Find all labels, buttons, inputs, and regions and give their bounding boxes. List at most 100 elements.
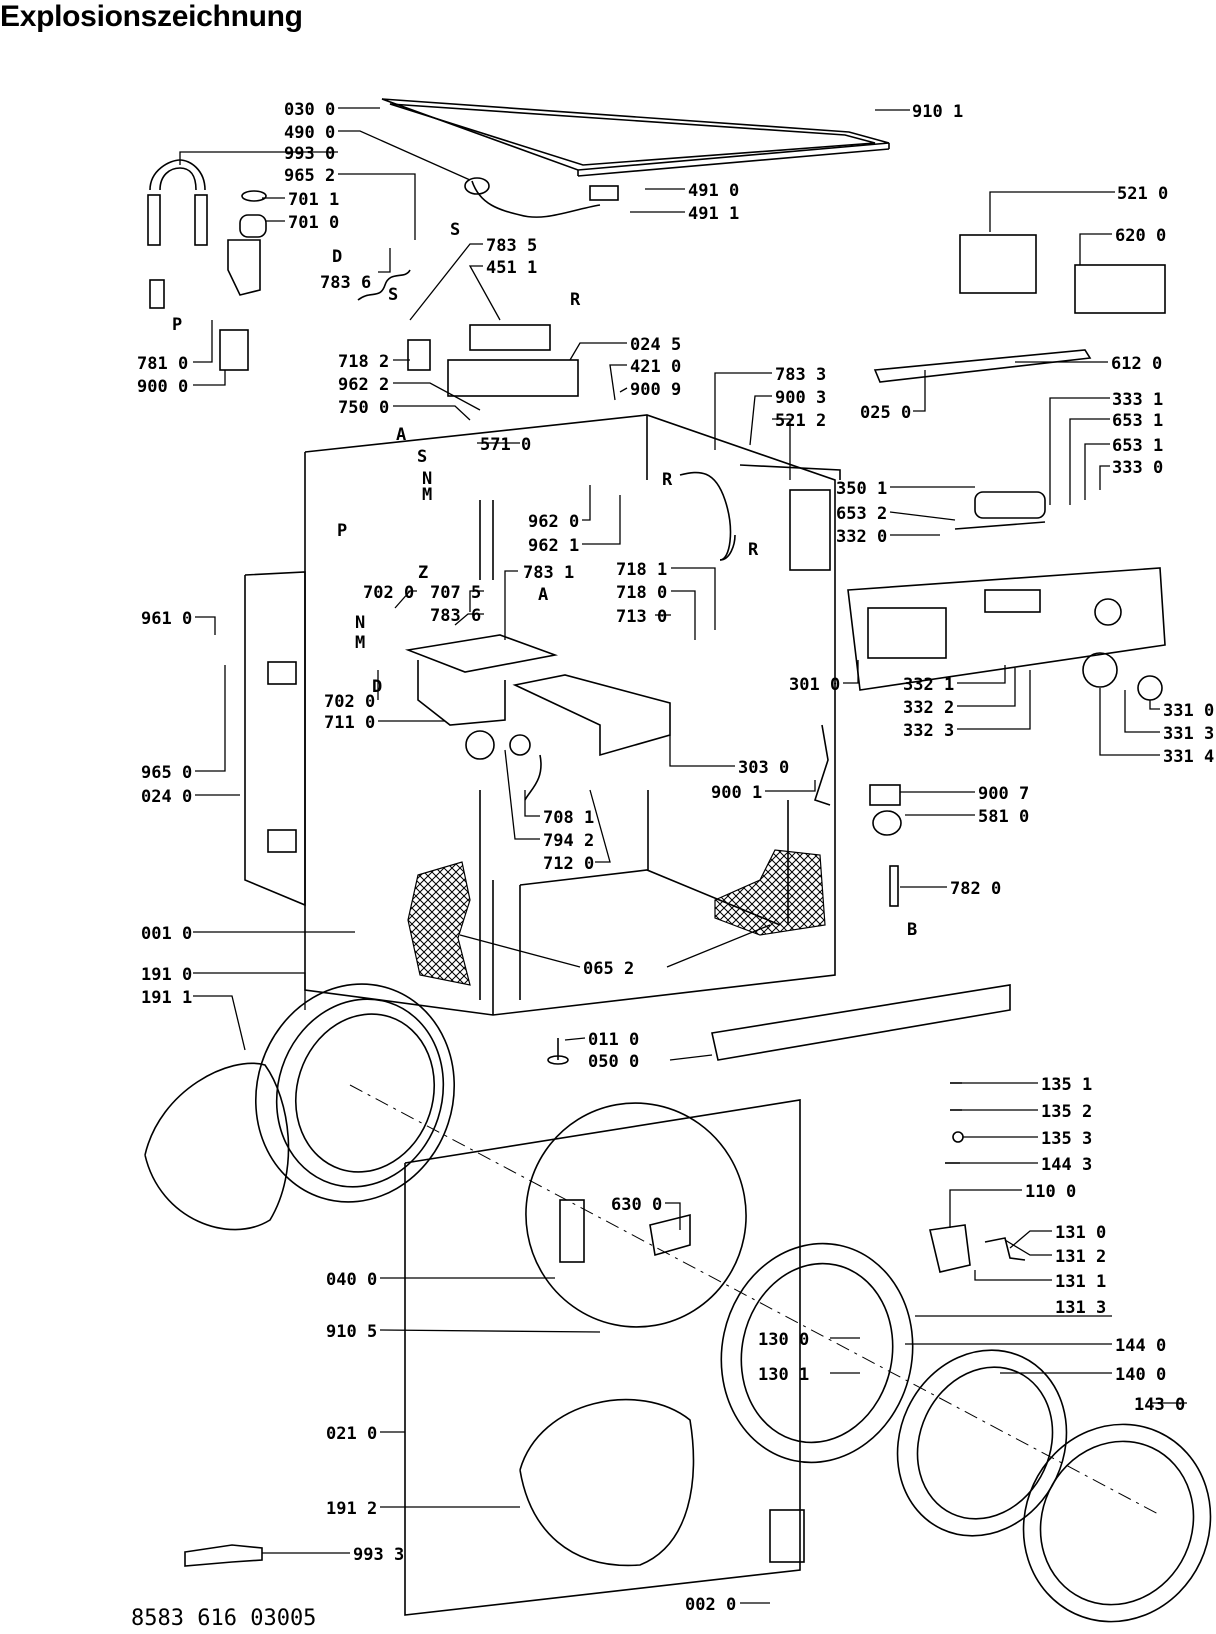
label-5210: 521 0 (1117, 184, 1168, 204)
label-6120: 612 0 (1111, 354, 1162, 374)
letter-a-top: A (396, 425, 406, 445)
label-5810: 581 0 (978, 807, 1029, 827)
label-7180: 718 0 (616, 583, 667, 603)
letter-m-left: M (355, 633, 365, 653)
label-7835: 783 5 (486, 236, 537, 256)
label-9001: 900 1 (711, 783, 762, 803)
label-9621: 962 1 (528, 536, 579, 556)
label-7020-top: 702 0 (363, 583, 414, 603)
label-9009: 900 9 (630, 380, 681, 400)
label-0110: 011 0 (588, 1030, 639, 1050)
part-number-labels: 030 0 490 0 993 0 965 2 701 1 701 0 783 … (137, 100, 1214, 1615)
label-0020: 002 0 (685, 1595, 736, 1615)
label-6531-b: 653 1 (1112, 436, 1163, 456)
top-lid-part (381, 98, 890, 177)
siphon-part (219, 190, 267, 371)
label-4210: 421 0 (630, 357, 681, 377)
label-1443: 144 3 (1041, 1155, 1092, 1175)
label-7120: 712 0 (543, 854, 594, 874)
letter-z: Z (418, 563, 428, 583)
letter-a-mid: A (538, 585, 548, 605)
label-9622: 962 2 (338, 375, 389, 395)
document-number: 8583 616 03005 (131, 1606, 317, 1631)
label-6532: 653 2 (836, 504, 887, 524)
label-1911: 191 1 (141, 988, 192, 1008)
mains-cable-part (464, 177, 619, 218)
label-9610: 961 0 (141, 609, 192, 629)
label-9000: 900 0 (137, 377, 188, 397)
letter-s-top: S (450, 220, 460, 240)
label-4910: 491 0 (688, 181, 739, 201)
label-9650: 965 0 (141, 763, 192, 783)
label-7500: 750 0 (338, 398, 389, 418)
label-3010: 301 0 (789, 675, 840, 695)
plinth-part (547, 984, 1011, 1065)
label-7181: 718 1 (616, 560, 667, 580)
label-3321: 332 1 (903, 675, 954, 695)
label-7010: 701 0 (288, 213, 339, 233)
label-0500: 050 0 (588, 1052, 639, 1072)
label-7011: 701 1 (288, 190, 339, 210)
label-9003: 900 3 (775, 388, 826, 408)
door-axis-line (349, 1084, 1161, 1516)
label-7833: 783 3 (775, 365, 826, 385)
label-5212: 521 2 (775, 411, 826, 431)
label-7075: 707 5 (430, 583, 481, 603)
label-9007: 900 7 (978, 784, 1029, 804)
letter-d-left: D (372, 677, 382, 697)
drain-hose-part (679, 471, 736, 561)
letter-m-valve: M (422, 485, 432, 505)
letter-n-left: N (355, 613, 365, 633)
label-0010: 001 0 (141, 924, 192, 944)
label-9652: 965 2 (284, 166, 335, 186)
door-frame-part (720, 1242, 914, 1464)
label-5710: 571 0 (480, 435, 531, 455)
label-3322: 332 2 (903, 698, 954, 718)
label-7820: 782 0 (950, 879, 1001, 899)
label-3320: 332 0 (836, 527, 887, 547)
door-seal-part (144, 983, 456, 1231)
label-3030: 303 0 (738, 758, 789, 778)
door-glass-part (896, 1349, 1068, 1537)
label-7810: 781 0 (137, 354, 188, 374)
service-tool-part (184, 1544, 263, 1567)
label-9105: 910 5 (326, 1322, 377, 1342)
label-3501: 350 1 (836, 479, 887, 499)
label-4911: 491 1 (688, 204, 739, 224)
letter-b: B (907, 920, 917, 940)
label-1400: 140 0 (1115, 1365, 1166, 1385)
label-7081: 708 1 (543, 808, 594, 828)
letter-r-hose: R (662, 470, 673, 490)
label-9620: 962 0 (528, 512, 579, 532)
letter-d-top: D (332, 247, 342, 267)
outer-door-ring-part (1022, 1423, 1212, 1623)
label-1100: 110 0 (1025, 1182, 1076, 1202)
label-1313: 131 3 (1055, 1298, 1106, 1318)
control-module-part (789, 234, 1166, 571)
label-3313: 331 3 (1163, 724, 1214, 744)
label-9933: 993 3 (353, 1545, 404, 1565)
top-rail-part (873, 349, 1092, 383)
label-1300: 130 0 (758, 1330, 809, 1350)
door-hinge-part (929, 1082, 1026, 1273)
label-7836-top: 783 6 (320, 273, 371, 293)
inlet-valve-part (357, 269, 579, 397)
label-3323: 332 3 (903, 721, 954, 741)
label-3330: 333 0 (1112, 458, 1163, 478)
page-title: Explosionszeichnung (0, 0, 303, 33)
label-1912: 191 2 (326, 1499, 377, 1519)
label-7020-bottom: 702 0 (324, 692, 375, 712)
label-0400: 040 0 (326, 1270, 377, 1290)
letter-r-top: R (570, 290, 581, 310)
letter-p-left: P (172, 315, 182, 335)
label-3310: 331 0 (1163, 701, 1214, 721)
label-1353: 135 3 (1041, 1129, 1092, 1149)
label-1301: 130 1 (758, 1365, 809, 1385)
detergent-dispenser-part (404, 634, 671, 801)
label-1312: 131 2 (1055, 1247, 1106, 1267)
label-6200: 620 0 (1115, 226, 1166, 246)
label-6300: 630 0 (611, 1195, 662, 1215)
letter-r-end: R (748, 540, 759, 560)
label-0250: 025 0 (860, 403, 911, 423)
